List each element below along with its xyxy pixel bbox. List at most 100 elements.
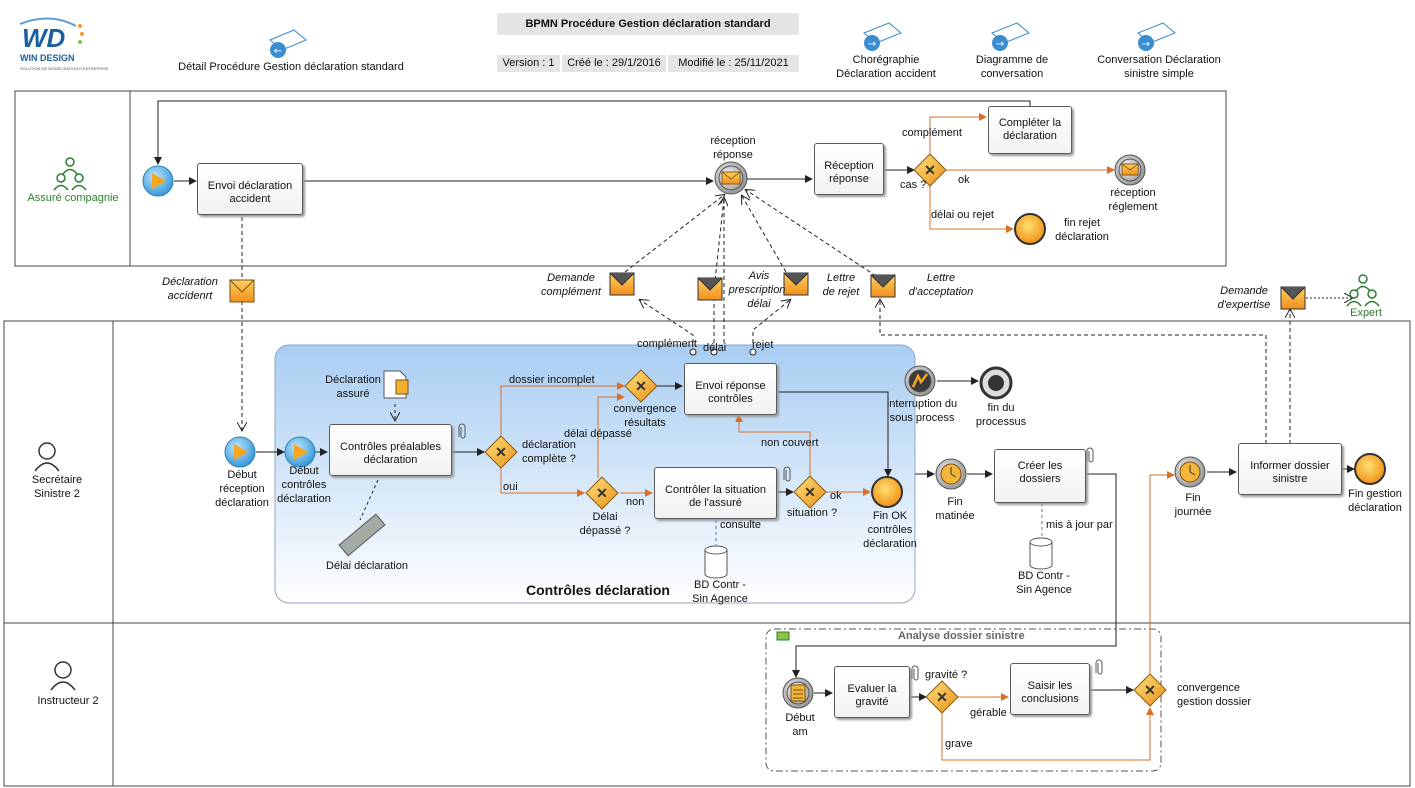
lane-instructeur: Instructeur 2 <box>37 695 99 707</box>
flow-non-couvert-label: non couvert <box>761 437 819 449</box>
message-lettre-acceptation-label: Lettre <box>926 272 956 284</box>
database-icon <box>1029 537 1053 570</box>
link-detail-procedure[interactable]: Détail Procédure Gestion déclaration sta… <box>178 61 404 73</box>
logo-tagline: SOLUTION DE MODÉLISATION D'ENTREPRISE <box>20 66 109 71</box>
svg-text:WD: WD <box>22 23 66 53</box>
gateway-delai-depasse-label: Délai <box>592 511 618 523</box>
msg-rejet-label: rejet <box>752 339 774 351</box>
end-event-icon <box>871 476 903 508</box>
svg-text:✕: ✕ <box>495 444 507 460</box>
event-debut-am-label: Début <box>785 712 815 724</box>
link-conversation-sinistre[interactable]: Conversation Déclaration <box>1097 54 1221 66</box>
event-fin-rejet-label: fin rejet <box>1063 217 1101 229</box>
gateway-declaration-complete-label: déclaration <box>522 439 576 451</box>
link-choreographie[interactable]: Chorégraphie <box>852 54 920 66</box>
start-event-icon <box>224 436 256 468</box>
data-delai-declaration-label: Délai déclaration <box>326 560 408 572</box>
exclusive-gateway-icon: ✕ <box>913 153 947 187</box>
ruler-icon <box>338 513 386 557</box>
version-label: Version : 1 <box>497 55 560 72</box>
participant-assure: Assuré compagnie <box>27 192 119 204</box>
people-group-icon <box>53 157 87 191</box>
svg-text:✕: ✕ <box>924 162 936 178</box>
message-avis-label: Avis <box>748 270 770 282</box>
end-event-icon <box>1014 213 1046 245</box>
link-forward-icon[interactable]: → <box>863 22 902 51</box>
end-event-icon <box>1354 453 1386 485</box>
message-envelope-icon <box>697 277 723 301</box>
svg-text:✕: ✕ <box>635 378 647 394</box>
timer-event-icon <box>935 458 967 490</box>
message-demande-expertise-label: Demande <box>1220 285 1268 297</box>
svg-text:→: → <box>1142 39 1150 50</box>
event-fin-journee-label: Fin <box>1185 492 1201 504</box>
gateway-cas-label: cas ? <box>900 179 927 191</box>
event-fin-processus-label: fin du <box>987 402 1015 414</box>
svg-text:✕: ✕ <box>936 689 948 705</box>
link-forward-icon[interactable]: → <box>1137 22 1176 51</box>
conditional-start-event-icon <box>782 677 814 709</box>
exclusive-gateway-icon: ✕ <box>624 369 658 403</box>
message-demande-complement-label: Demande <box>547 272 595 284</box>
link-forward-icon[interactable]: → <box>991 22 1030 51</box>
msg-complement-label: complément <box>637 338 697 350</box>
message-envelope-icon <box>783 272 809 296</box>
attachment-icon <box>1095 659 1103 675</box>
flow-dossier-incomplet-label: dossier incomplet <box>509 374 595 386</box>
exclusive-gateway-icon: ✕ <box>1133 673 1167 707</box>
gateway-gravite-label: gravité ? <box>925 669 968 681</box>
event-reception-reponse-label: réception <box>710 135 756 147</box>
link-back-icon[interactable]: ← <box>269 29 307 58</box>
message-catch-event-icon <box>714 161 748 195</box>
event-fin-ok-label: Fin OK <box>872 510 908 522</box>
flow-non-label: non <box>626 496 645 508</box>
group-icon <box>776 631 790 641</box>
datastore-bd-contr-1-label: BD Contr - <box>694 579 746 591</box>
attachment-icon <box>783 466 791 482</box>
group-analyse <box>765 628 1162 772</box>
logo-icon: WD <box>19 17 84 53</box>
subprocess-title: Contrôles déclaration <box>526 582 670 598</box>
flow-grave-label: grave <box>945 738 973 750</box>
people-group-icon <box>1346 274 1380 307</box>
database-icon <box>704 545 728 579</box>
message-lettre-rejet-label: Lettre <box>826 272 856 284</box>
datastore-bd-contr-2-label: BD Contr - <box>1018 570 1070 582</box>
message-envelope-icon <box>1280 286 1306 310</box>
timer-event-icon <box>1174 456 1206 488</box>
message-envelope-icon <box>229 279 255 303</box>
data-declaration-assure-label: Déclaration <box>325 374 381 386</box>
flow-consulte-label: consulte <box>720 519 761 531</box>
created-label: Créé le : 29/1/2016 <box>562 55 666 72</box>
participant-expert: Expert <box>1350 307 1382 319</box>
flow-ok-label: ok <box>958 174 970 186</box>
lane-secretaire: Secrétaire <box>31 474 83 486</box>
flow-gerable-label: gérable <box>970 707 1007 719</box>
flow-oui-label: oui <box>503 481 518 493</box>
start-event-icon <box>284 436 316 468</box>
event-debut-reception-label: Début <box>227 469 257 481</box>
flow-delai-depasse-label: délai dépassé <box>564 428 632 440</box>
msg-delai-label: délai <box>703 342 727 354</box>
attachment-icon <box>458 423 466 439</box>
logo-name: WIN DESIGN <box>20 53 75 63</box>
flow-mis-a-jour-label: mis à jour par <box>1046 519 1113 531</box>
diagram-title: BPMN Procédure Gestion déclaration stand… <box>497 13 799 35</box>
svg-text:→: → <box>868 39 876 50</box>
flow-ok2-label: ok <box>830 490 842 502</box>
link-diagramme-conversation[interactable]: Diagramme de <box>975 54 1049 66</box>
svg-text:✕: ✕ <box>596 485 608 501</box>
event-debut-controles-label: Début <box>289 465 319 477</box>
error-boundary-event-icon <box>904 365 936 397</box>
